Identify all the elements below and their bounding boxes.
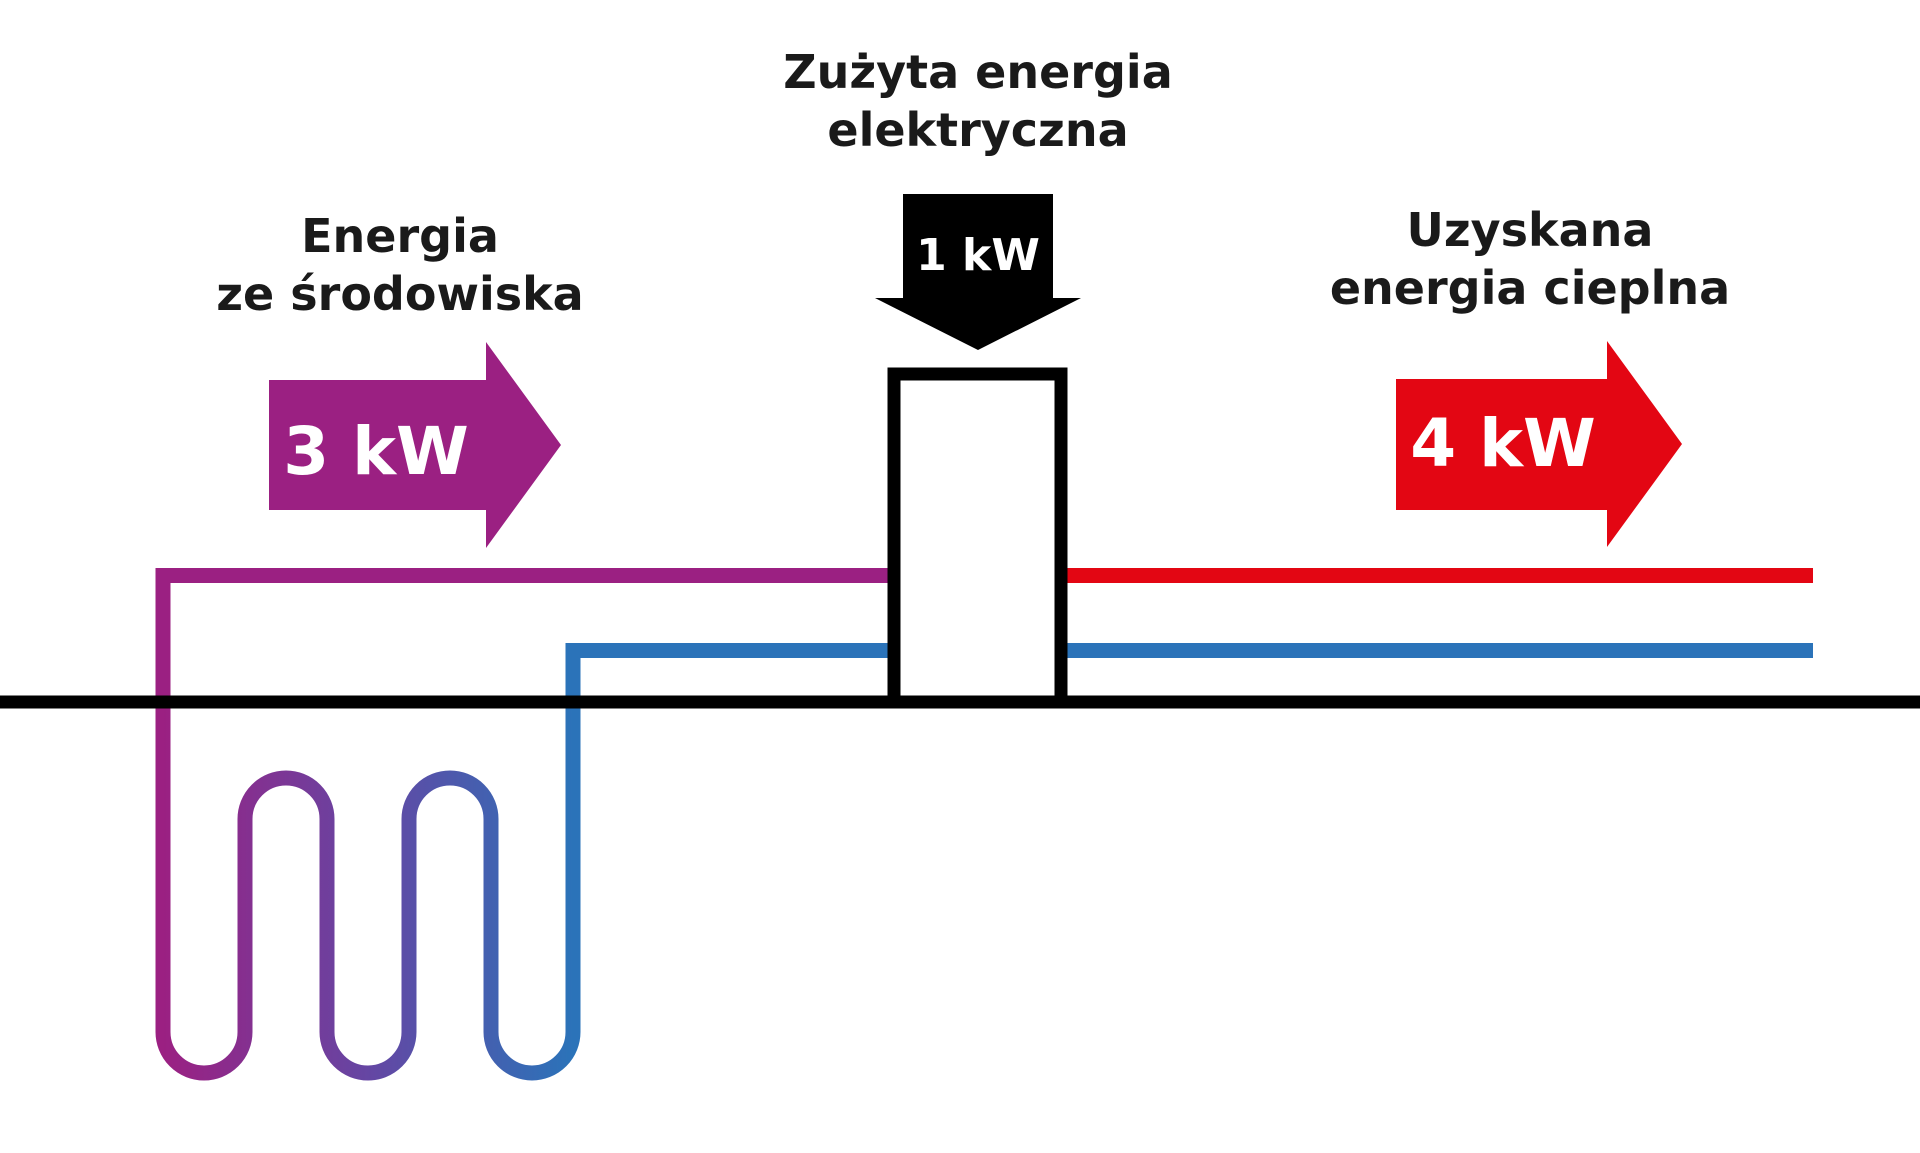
right-label-line2: energia cieplna <box>1329 260 1731 315</box>
left-label-line2: ze środowiska <box>216 266 584 321</box>
environment-energy-value: 3 kW <box>283 413 469 490</box>
source-line-purple <box>155 568 900 705</box>
left-label: Energia ze środowiska <box>216 208 583 324</box>
return-line-blue-left <box>565 643 900 705</box>
top-label: Zużyta energia elektryczna <box>783 44 1172 160</box>
top-label-line2: elektryczna <box>827 102 1129 157</box>
ground-loop-coil <box>155 695 581 1081</box>
heat-energy-value: 4 kW <box>1410 405 1596 482</box>
heat-energy-arrow <box>1396 341 1682 547</box>
heat-pump-box <box>887 367 1068 709</box>
environment-energy-arrow <box>269 342 561 548</box>
right-label-line1: Uzyskana <box>1406 203 1654 257</box>
left-label-line1: Energia <box>301 209 499 263</box>
right-label: Uzyskana energia cieplna <box>1330 202 1730 318</box>
electric-energy-value: 1 kW <box>916 230 1040 281</box>
top-label-line1: Zużyta energia <box>783 45 1173 99</box>
electric-energy-arrow <box>875 194 1081 350</box>
